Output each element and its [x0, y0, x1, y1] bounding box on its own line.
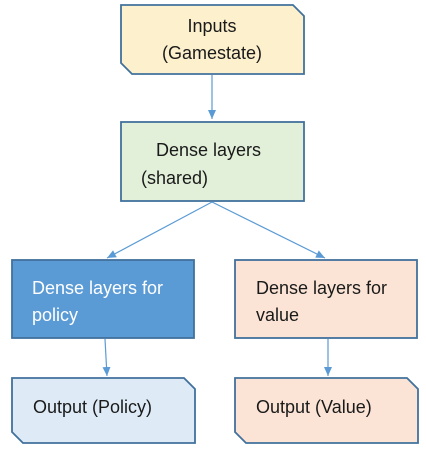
inputs-label-line2: (Gamestate): [162, 43, 262, 63]
shared-label-line2: (shared): [141, 168, 208, 188]
shared-layers-node-shape: [120, 121, 305, 202]
shared-label-line1: Dense layers: [156, 140, 261, 160]
output-value-node: Output (Value): [234, 377, 419, 444]
value-label-line2: value: [256, 305, 299, 325]
output-policy-node-shape: [11, 377, 196, 444]
output-value-node-shape: [234, 377, 419, 444]
output-policy-node: Output (Policy): [11, 377, 196, 444]
output-policy-label: Output (Policy): [33, 397, 152, 417]
value-layers-node: Dense layers for value: [234, 259, 418, 339]
inputs-label-line1: Inputs: [187, 16, 236, 36]
policy-label-line2: policy: [32, 305, 78, 325]
value-layers-node-shape: [234, 259, 418, 339]
connector-shared-to-policy: [106, 201, 213, 259]
connector-shared-to-value: [211, 201, 326, 259]
shared-layers-node: Dense layers (shared): [120, 121, 305, 202]
value-label-line1: Dense layers for: [256, 278, 387, 298]
output-value-label: Output (Value): [256, 397, 372, 417]
policy-layers-node-shape: [11, 259, 195, 339]
inputs-node: Inputs (Gamestate): [120, 4, 305, 75]
policy-label-line1: Dense layers for: [32, 278, 163, 298]
connector-policy-to-output: [102, 338, 111, 377]
policy-layers-node: Dense layers for policy: [11, 259, 195, 339]
inputs-node-shape: [120, 4, 305, 75]
